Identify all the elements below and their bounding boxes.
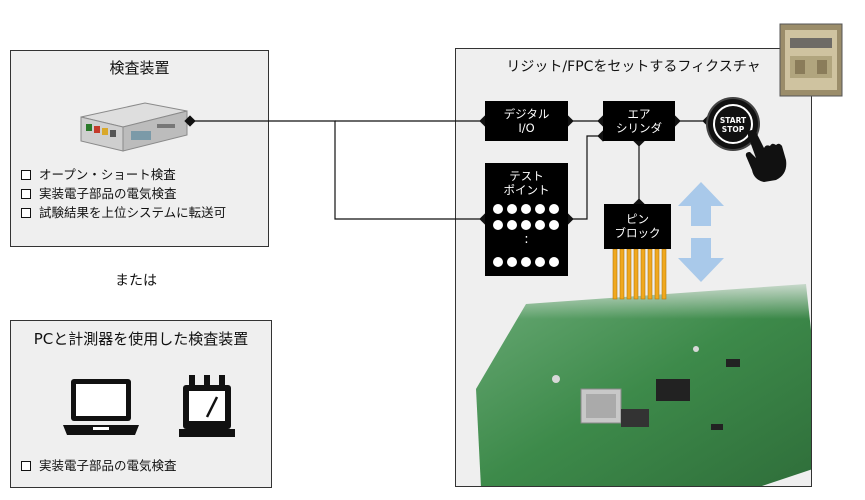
checkbox-icon: [21, 169, 31, 180]
hand-pointer-icon: [745, 130, 787, 182]
button-ring: [713, 104, 753, 144]
pc-instrument-title: PCと計測器を使用した検査装置: [33, 330, 249, 348]
pin-block: ピン ブロック: [604, 204, 671, 249]
list-item: 実装電子部品の電気検査: [21, 184, 226, 203]
test-point-dots: [493, 204, 559, 267]
air-cylinder-block: エア シリンダ: [603, 101, 675, 141]
list-item: 実装電子部品の電気検査: [21, 456, 177, 475]
pin-array: [612, 249, 667, 300]
pcb-board-illustration: [456, 274, 811, 486]
fixture-photo: [779, 23, 843, 97]
inspection-device-panel: 検査装置 オープン・ショート検査 実装電子部品の電気検査 試験結果を上位システム…: [10, 50, 269, 247]
checkbox-icon: [21, 460, 31, 471]
checkbox-icon: [21, 188, 31, 199]
inspection-feature-list: オープン・ショート検査 実装電子部品の電気検査 試験結果を上位システムに転送可: [21, 165, 226, 222]
test-point-block: テスト ポイント :: [485, 163, 568, 276]
list-item: オープン・ショート検査: [21, 165, 226, 184]
start-stop-button[interactable]: START STOP: [708, 99, 758, 149]
inspection-device-illustration: [80, 102, 188, 152]
list-item: 試験結果を上位システムに転送可: [21, 203, 226, 222]
up-down-arrows-icon: [678, 182, 724, 282]
fixture-title: リジット/FPCをセットするフィクスチャ: [506, 59, 761, 75]
pc-instrument-panel: PCと計測器を使用した検査装置 実装電子部品の電気検査: [10, 320, 272, 488]
checkbox-icon: [21, 207, 31, 218]
laptop-icon: [63, 379, 139, 435]
pc-feature-list: 実装電子部品の電気検査: [21, 456, 177, 475]
digital-io-block: デジタル I/O: [485, 101, 568, 141]
meter-icon: [179, 375, 235, 437]
inspection-device-title: 検査装置: [109, 59, 170, 77]
or-label: または: [115, 273, 157, 289]
test-point-ellipsis: :: [524, 232, 529, 247]
